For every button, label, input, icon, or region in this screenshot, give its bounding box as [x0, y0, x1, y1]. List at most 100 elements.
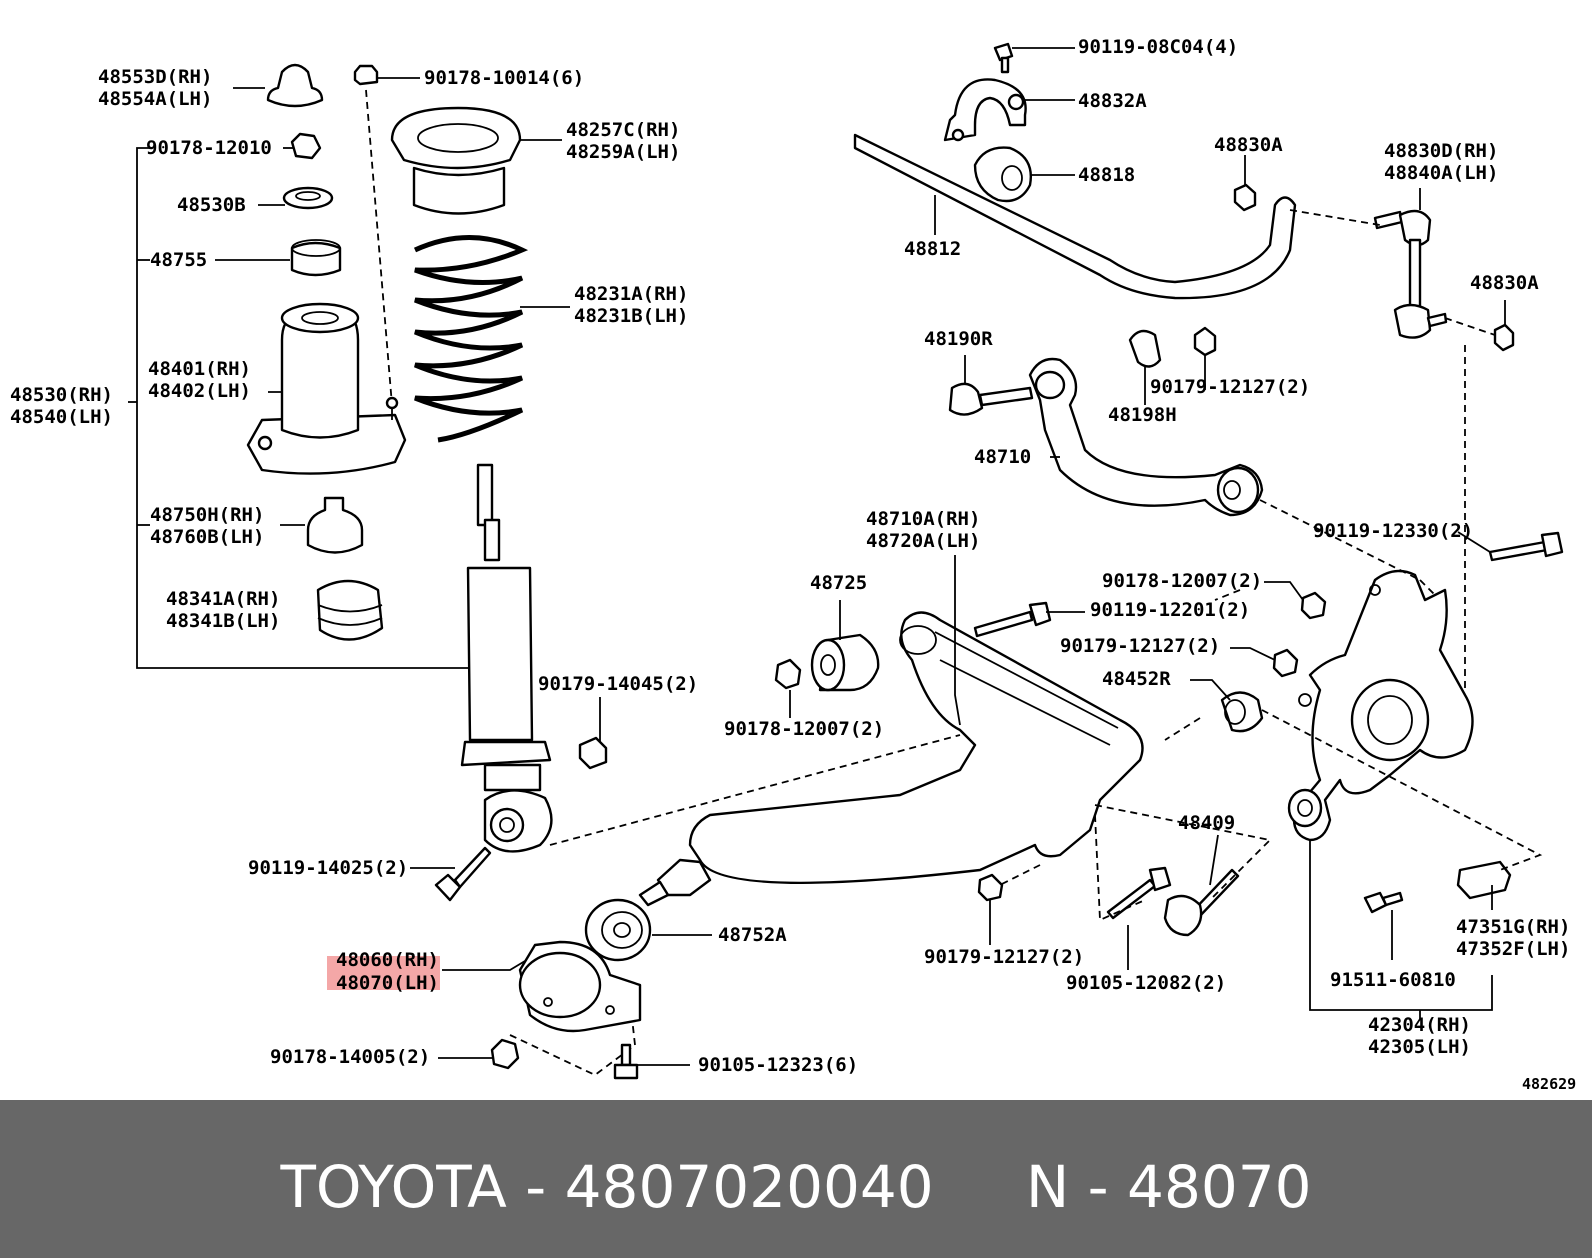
label-48830a-top: 48830A [1214, 134, 1283, 156]
spacer-48755-icon [290, 241, 342, 277]
knuckle-42304-icon [1287, 569, 1474, 842]
spring-seat-48257c-icon [390, 106, 522, 215]
bolt-91511-60810-icon [1363, 891, 1404, 914]
label-48812: 48812 [904, 238, 962, 260]
dust-boot-48401-icon [246, 302, 407, 475]
label-90179-12127-top: 90179-12127(2) [1150, 376, 1311, 398]
label-90178-14005: 90178-14005(2) [270, 1046, 431, 1068]
label-48840a: 48840A(LH) [1384, 162, 1499, 184]
bushing-48070-icon [518, 940, 642, 1033]
label-90178-12007-right: 90178-12007(2) [1102, 570, 1263, 592]
label-91511-60810: 91511-60810 [1330, 969, 1456, 991]
label-90179-12127-mid: 90179-12127(2) [1060, 635, 1221, 657]
label-48710a: 48710A(RH) [866, 508, 981, 530]
label-90119-14025: 90119-14025(2) [248, 857, 409, 879]
label-48401: 48401(RH) [148, 358, 251, 380]
label-90119-08c04: 90119-08C04(4) [1078, 36, 1239, 58]
washer-48530b-icon [282, 186, 334, 210]
bumper-48341a-icon [316, 579, 384, 641]
footer-banner [0, 1100, 1592, 1258]
label-48259a: 48259A(LH) [566, 141, 681, 163]
coil-spring-48231a-icon [413, 235, 529, 443]
label-90178-12007-left: 90178-12007(2) [724, 718, 885, 740]
leader-lines-right [789, 47, 1506, 1020]
label-48231b: 48231B(LH) [574, 305, 689, 327]
label-90179-12127-bot: 90179-12127(2) [924, 946, 1085, 968]
bushing-48752a-icon [584, 898, 652, 962]
label-90105-12082: 90105-12082(2) [1066, 972, 1227, 994]
nut-90178-12007-left-icon [774, 658, 802, 690]
washer-48198h-icon [1128, 329, 1162, 368]
label-48830d: 48830D(RH) [1384, 140, 1499, 162]
label-48409: 48409 [1178, 812, 1236, 834]
nut-90179-14045-icon [578, 736, 608, 770]
cam-bolt-48190r-icon [948, 382, 1034, 416]
label-48710: 48710 [974, 446, 1032, 468]
label-90178-12010: 90178-12010 [146, 137, 272, 159]
bump-cap-48553d-icon [266, 63, 324, 108]
label-90119-12330: 90119-12330(2) [1313, 520, 1474, 542]
figure-number: 482629 [1522, 1075, 1577, 1093]
label-48341a: 48341A(RH) [166, 588, 281, 610]
label-48540: 48540(LH) [10, 406, 113, 428]
label-48257c: 48257C(RH) [566, 119, 681, 141]
label-48402: 48402(LH) [148, 380, 251, 402]
bolt-90119-08c04-icon [993, 42, 1014, 74]
label-48198h: 48198H [1108, 404, 1177, 426]
shock-absorber-icon [460, 463, 553, 853]
dashed-lines-right [999, 209, 1543, 922]
nut-48830a-right-icon [1493, 323, 1515, 352]
label-48752a: 48752A [718, 924, 787, 946]
label-90105-12323: 90105-12323(6) [698, 1054, 859, 1076]
bolt-90119-12201-icon [973, 601, 1052, 638]
label-48452r: 48452R [1102, 668, 1171, 690]
bracket-48832a-icon [943, 78, 1027, 142]
label-48750h: 48750H(RH) [150, 504, 265, 526]
label-47351g: 47351G(RH) [1456, 916, 1571, 938]
nut-90178-10014-icon [353, 64, 379, 86]
label-48341b: 48341B(LH) [166, 610, 281, 632]
label-48530b: 48530B [177, 194, 246, 216]
nut-90178-14005-icon [490, 1038, 520, 1070]
nut-90178-12007-right-icon [1300, 591, 1327, 620]
label-42304: 42304(RH) [1368, 1014, 1471, 1036]
nut-48830a-top-icon [1233, 183, 1257, 212]
label-48231a: 48231A(RH) [574, 283, 689, 305]
suspension-exploded-diagram [128, 42, 1564, 1080]
label-48725: 48725 [810, 572, 868, 594]
footer-banner-text: TOYOTA - 4807020040 N - 48070 [280, 1153, 1312, 1221]
label-48720a: 48720A(LH) [866, 530, 981, 552]
lower-control-arm-48710a-icon [638, 611, 1144, 907]
label-48530: 48530(RH) [10, 384, 113, 406]
bushing-48725-icon [810, 633, 880, 692]
label-48832a: 48832A [1078, 90, 1147, 112]
bolt-90119-14025-icon [434, 846, 492, 902]
nut-90178-12010-icon [290, 132, 322, 160]
label-48554a: 48554A(LH) [98, 88, 213, 110]
nut-90179-12127-top-icon [1193, 326, 1217, 357]
label-48070: 48070(LH) [336, 972, 439, 994]
label-90179-14045: 90179-14045(2) [538, 673, 699, 695]
stabilizer-bar-48812-icon [853, 133, 1297, 300]
label-48755: 48755 [150, 249, 208, 271]
nut-90179-12127-mid-icon [1272, 648, 1299, 678]
bushing-48452r-icon [1220, 691, 1264, 733]
label-47352f: 47352F(LH) [1456, 938, 1571, 960]
strut-assembly-bracket [128, 147, 478, 669]
label-48830a-right: 48830A [1470, 272, 1539, 294]
label-42305: 42305(LH) [1368, 1036, 1471, 1058]
bracket-47351g-icon [1456, 860, 1512, 900]
label-48760b: 48760B(LH) [150, 526, 265, 548]
label-48818: 48818 [1078, 164, 1136, 186]
label-90178-10014: 90178-10014(6) [424, 67, 585, 89]
label-48553d: 48553D(RH) [98, 66, 213, 88]
upper-arm-48710-icon [1028, 357, 1264, 517]
bolt-90119-12330-icon [1488, 531, 1564, 562]
highlight-48070 [327, 956, 440, 990]
nut-90179-12127-bot-icon [977, 873, 1004, 902]
bushing-48818-icon [973, 146, 1032, 203]
cam-bolt-48409-icon [1106, 866, 1240, 937]
label-90119-12201: 90119-12201(2) [1090, 599, 1251, 621]
leader-lines-left [215, 77, 712, 1066]
